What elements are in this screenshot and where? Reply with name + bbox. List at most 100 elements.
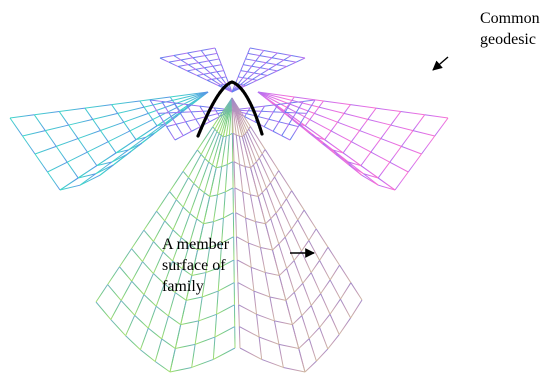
- upper-left-mesh: [168, 59, 181, 63]
- lower-right-mesh: [261, 153, 276, 178]
- left-wing-mesh: [130, 142, 143, 153]
- upper-right-mesh: [268, 68, 278, 72]
- lower-left-mesh: [217, 282, 235, 292]
- left-wing-mesh: [77, 165, 98, 179]
- right-wing-mesh: [343, 104, 351, 114]
- right-wing-mesh: [367, 107, 377, 120]
- lower-left-mesh: [191, 249, 199, 276]
- upper-left-mesh: [211, 78, 222, 86]
- lower-left-mesh: [182, 206, 191, 214]
- lower-right-mesh: [235, 236, 238, 260]
- right-wing-mesh: [424, 114, 449, 119]
- upper-right-mesh: [260, 105, 266, 112]
- upper-right-mesh: [261, 110, 274, 113]
- lower-right-mesh: [264, 272, 271, 298]
- upper-left-mesh: [175, 121, 186, 125]
- lower-right-mesh: [320, 279, 331, 294]
- lower-left-mesh: [119, 248, 132, 268]
- lower-right-mesh: [265, 223, 273, 251]
- lower-left-mesh: [200, 154, 206, 159]
- left-wing-mesh: [34, 145, 57, 155]
- lower-right-mesh: [264, 149, 280, 171]
- upper-left-mesh: [218, 58, 222, 65]
- left-wing-mesh: [92, 112, 118, 120]
- upper-left-mesh: [210, 72, 217, 79]
- right-wing-mesh: [257, 91, 290, 105]
- lower-left-mesh: [188, 177, 195, 184]
- lower-left-mesh: [125, 315, 136, 336]
- lower-left-mesh: [198, 313, 217, 322]
- upper-left-mesh: [173, 55, 182, 61]
- upper-left-mesh: [180, 59, 189, 66]
- lower-left-mesh: [209, 194, 218, 197]
- upper-left-mesh: [198, 62, 205, 69]
- right-wing-mesh: [257, 91, 295, 98]
- lower-right-mesh: [255, 157, 260, 163]
- lower-right-mesh: [291, 219, 299, 230]
- lower-left-mesh: [219, 259, 235, 268]
- right-wing-mesh: [343, 112, 368, 120]
- lower-right-mesh: [273, 320, 280, 345]
- right-wing-mesh: [330, 121, 338, 132]
- member-surface-label-line-2: surface of: [162, 257, 226, 274]
- lower-right-mesh: [327, 246, 340, 266]
- lower-right-mesh: [249, 126, 266, 150]
- lower-right-mesh: [319, 260, 331, 281]
- lower-right-mesh: [248, 242, 261, 248]
- left-wing-mesh: [34, 111, 60, 116]
- lower-right-mesh: [237, 282, 255, 292]
- lower-right-mesh: [253, 290, 271, 298]
- upper-right-mesh: [281, 124, 290, 136]
- upper-right-mesh: [245, 58, 256, 62]
- upper-right-mesh: [247, 78, 253, 80]
- upper-left-mesh: [196, 75, 208, 81]
- lower-right-mesh: [255, 221, 261, 248]
- upper-left-mesh: [173, 102, 187, 105]
- upper-left-mesh: [173, 102, 181, 113]
- lower-left-mesh: [205, 247, 211, 273]
- right-wing-mesh: [407, 153, 422, 173]
- lower-left-mesh: [227, 161, 233, 166]
- right-wing-mesh: [367, 118, 391, 126]
- right-wing-mesh: [359, 119, 369, 131]
- left-wing-mesh: [59, 177, 79, 191]
- upper-right-mesh: [244, 113, 247, 117]
- lower-left-mesh: [167, 292, 176, 317]
- lower-left-mesh: [186, 296, 203, 301]
- lower-right-mesh: [266, 182, 271, 189]
- lower-right-mesh: [245, 133, 257, 163]
- lower-left-mesh: [164, 199, 177, 222]
- right-wing-mesh: [291, 96, 295, 101]
- lower-right-mesh: [239, 164, 246, 168]
- right-wing-mesh: [330, 130, 352, 143]
- left-wing-mesh: [68, 118, 93, 126]
- left-wing-mesh: [45, 124, 69, 132]
- lower-left-mesh: [107, 266, 120, 285]
- right-wing-mesh: [308, 132, 323, 145]
- lower-right-mesh: [340, 282, 352, 300]
- upper-right-mesh: [259, 62, 267, 69]
- upper-right-mesh: [240, 64, 244, 71]
- left-wing-mesh: [119, 151, 132, 161]
- lower-right-mesh: [238, 326, 241, 349]
- left-wing-mesh: [177, 104, 192, 116]
- right-wing-mesh: [359, 130, 382, 140]
- right-wing-mesh: [257, 91, 287, 108]
- upper-right-mesh: [268, 118, 280, 123]
- lower-left-mesh: [212, 126, 216, 130]
- lower-right-mesh: [253, 164, 263, 193]
- lower-right-mesh: [274, 176, 287, 200]
- lower-left-mesh: [180, 213, 191, 238]
- upper-left-mesh: [179, 111, 192, 113]
- lower-left-mesh: [223, 212, 234, 219]
- lower-left-mesh: [196, 149, 202, 155]
- left-wing-mesh: [87, 151, 98, 166]
- left-wing-mesh: [107, 141, 117, 154]
- upper-left-mesh: [204, 67, 211, 74]
- lower-left-mesh: [191, 272, 206, 276]
- left-wing-mesh: [44, 130, 57, 147]
- upper-left-mesh: [174, 135, 184, 141]
- left-wing-mesh: [172, 91, 209, 101]
- lower-left-mesh: [216, 291, 219, 315]
- lower-right-mesh: [278, 236, 286, 245]
